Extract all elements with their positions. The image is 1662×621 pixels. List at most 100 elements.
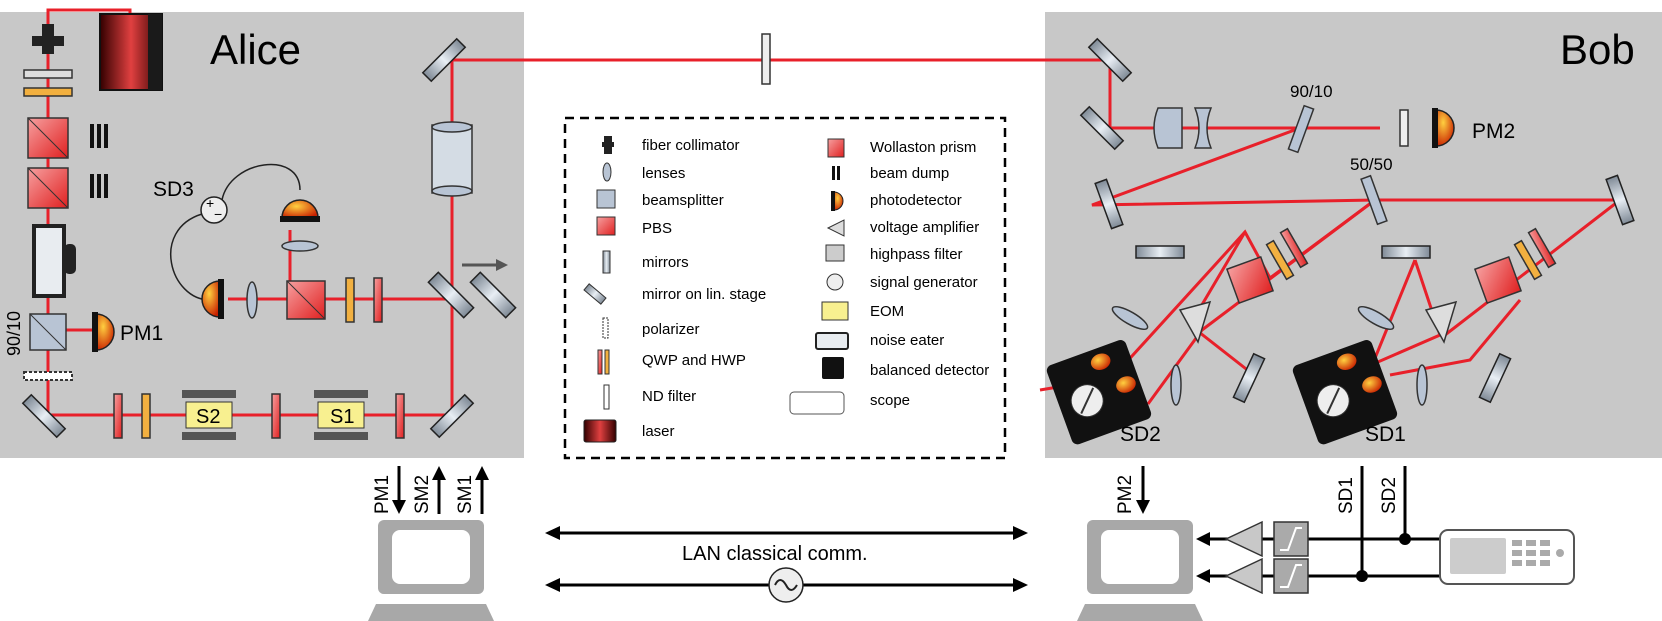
lens bbox=[281, 240, 319, 252]
photodetector bbox=[201, 279, 224, 319]
svg-text:beam dump: beam dump bbox=[870, 165, 949, 182]
signal-generator bbox=[768, 567, 804, 603]
svg-text:+: + bbox=[206, 195, 214, 211]
svg-text:QWP and HWP: QWP and HWP bbox=[642, 352, 746, 369]
svg-text:signal generator: signal generator bbox=[870, 274, 978, 291]
signal-label: SM2 bbox=[412, 475, 433, 514]
junction-dot bbox=[1399, 533, 1411, 545]
photodetector bbox=[280, 199, 320, 222]
beamsplitter bbox=[1287, 104, 1315, 154]
legend-labels-right: Wollaston prism beam dump photodetector … bbox=[870, 139, 989, 409]
ratio-label: 90/10 bbox=[4, 311, 24, 356]
svg-text:scope: scope bbox=[870, 392, 910, 409]
lens-telescope bbox=[431, 121, 473, 197]
junction-dot bbox=[1356, 570, 1368, 582]
wollaston-prism bbox=[1424, 300, 1458, 344]
svg-text:highpass filter: highpass filter bbox=[870, 246, 963, 263]
svg-text:photodetector: photodetector bbox=[870, 192, 962, 209]
alice-signal-arrows bbox=[392, 466, 489, 514]
waveplate bbox=[141, 393, 151, 439]
photodetector-pm2 bbox=[1432, 108, 1455, 148]
bob-title: Bob bbox=[1560, 26, 1635, 73]
mirror bbox=[1605, 174, 1635, 226]
detector-cable bbox=[170, 213, 211, 301]
signal-label: PM2 bbox=[1115, 475, 1136, 514]
svg-text:−: − bbox=[214, 206, 222, 222]
beamsplitter bbox=[29, 313, 67, 351]
waveplate bbox=[373, 277, 383, 323]
bob-signal-arrows bbox=[1136, 466, 1150, 514]
legend-labels-left: fiber collimator lenses beamsplitter PBS… bbox=[642, 137, 766, 440]
laser bbox=[99, 13, 163, 91]
lens bbox=[246, 281, 258, 319]
polarizer bbox=[23, 69, 73, 79]
alice-computer bbox=[368, 520, 494, 621]
lens bbox=[1111, 305, 1149, 331]
waveplate bbox=[23, 87, 73, 97]
waveplate bbox=[271, 393, 281, 439]
eom-s1 bbox=[314, 390, 368, 440]
highpass-filter bbox=[1273, 558, 1309, 594]
photodetector-pm1 bbox=[92, 312, 115, 352]
svg-text:ND filter: ND filter bbox=[642, 388, 696, 405]
voltage-amplifier bbox=[1224, 520, 1263, 558]
svg-text:PBS: PBS bbox=[642, 220, 672, 237]
s2-label: S2 bbox=[196, 406, 220, 428]
waveplate bbox=[1265, 239, 1295, 281]
signal-label: SM1 bbox=[455, 475, 476, 514]
svg-text:mirror on lin. stage: mirror on lin. stage bbox=[642, 286, 766, 303]
mirror bbox=[1079, 105, 1125, 151]
mirror-on-lin-stage bbox=[427, 259, 517, 319]
mirror bbox=[1094, 178, 1124, 230]
signal-label: SD1 bbox=[1336, 477, 1357, 514]
wollaston-prism bbox=[1178, 300, 1212, 344]
lens bbox=[1170, 364, 1182, 406]
mirror bbox=[1135, 245, 1185, 259]
pbs-cube bbox=[1473, 255, 1523, 305]
fiber-collimator bbox=[32, 24, 64, 54]
balanced-detector-sd1 bbox=[1292, 340, 1398, 445]
svg-text:polarizer: polarizer bbox=[642, 321, 700, 338]
svg-text:beamsplitter: beamsplitter bbox=[642, 192, 724, 209]
voltage-amplifier bbox=[1224, 557, 1263, 595]
waveplate bbox=[1527, 227, 1557, 269]
lens bbox=[1357, 305, 1395, 331]
waveplate bbox=[345, 277, 355, 323]
nd-filter bbox=[23, 371, 73, 381]
mirror bbox=[421, 37, 467, 83]
legend-box bbox=[563, 116, 1007, 460]
bob-computer bbox=[1077, 520, 1203, 621]
beamsplitter bbox=[1360, 174, 1388, 226]
balanced-detector-sd2 bbox=[1046, 340, 1152, 445]
signal-label: SD2 bbox=[1379, 477, 1400, 514]
pm1-label: PM1 bbox=[120, 322, 163, 345]
sd3-label: SD3 bbox=[153, 178, 194, 201]
ratio-label-5050: 50/50 bbox=[1350, 155, 1393, 174]
alice-title: Alice bbox=[210, 26, 301, 73]
highpass-filter bbox=[1273, 521, 1309, 557]
pbs-cube bbox=[27, 167, 69, 209]
scope bbox=[1439, 529, 1575, 585]
eom-s2 bbox=[182, 390, 236, 440]
s1-label: S1 bbox=[330, 406, 354, 428]
signal-combiner: + − bbox=[200, 195, 228, 224]
waveplate bbox=[1279, 227, 1309, 269]
lan-label: LAN classical comm. bbox=[682, 543, 868, 565]
lens bbox=[1416, 364, 1428, 406]
pbs-cube bbox=[1225, 255, 1275, 305]
alice-panel bbox=[0, 12, 524, 458]
svg-text:balanced detector: balanced detector bbox=[870, 362, 989, 379]
mirror bbox=[429, 393, 475, 439]
sd2-label: SD2 bbox=[1120, 423, 1161, 446]
legend-icons-left bbox=[583, 136, 617, 443]
lens-pair bbox=[1153, 107, 1213, 149]
noise-eater bbox=[32, 224, 76, 298]
svg-text:Wollaston prism: Wollaston prism bbox=[870, 139, 976, 156]
waveplate bbox=[1513, 239, 1543, 281]
mirror bbox=[1232, 352, 1266, 404]
nd-filter bbox=[761, 33, 771, 85]
waveplate bbox=[395, 393, 405, 439]
signal-label: PM1 bbox=[372, 475, 393, 514]
legend-icons-right bbox=[789, 138, 849, 415]
detector-cable bbox=[221, 163, 301, 201]
